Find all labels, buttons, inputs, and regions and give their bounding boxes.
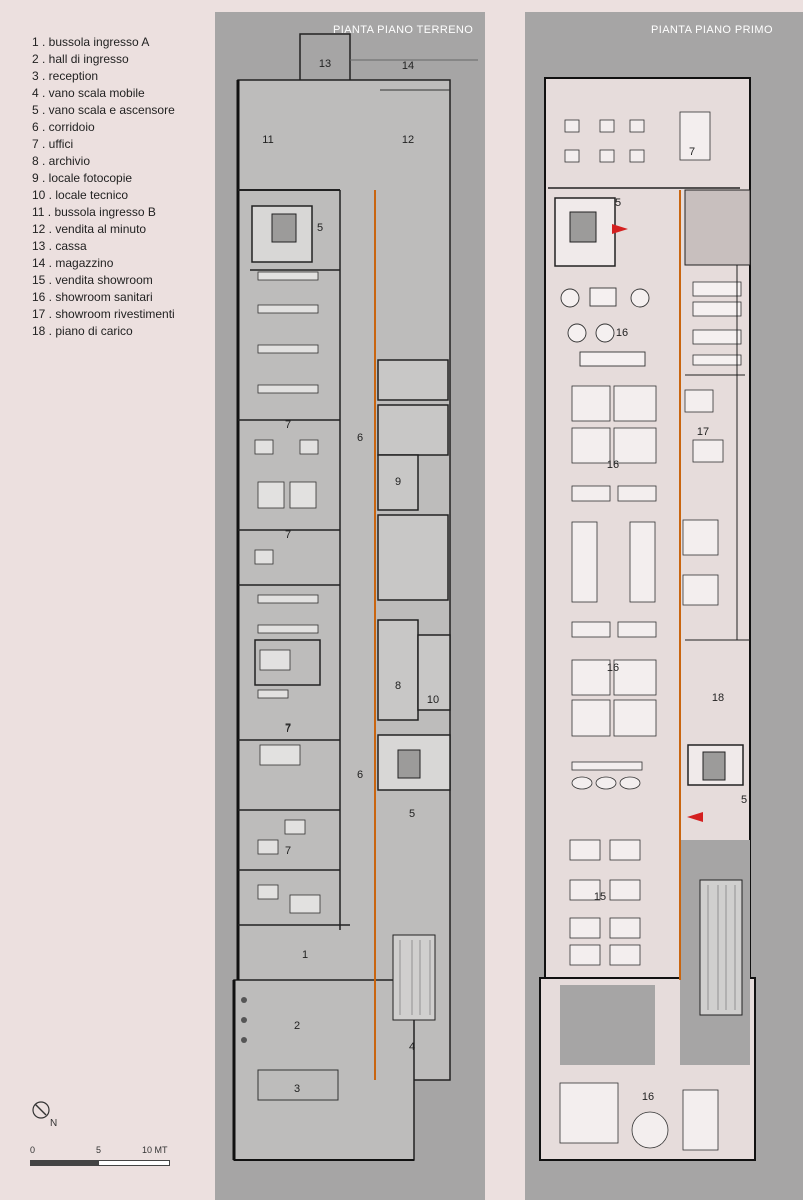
room-label: 7 [285,419,291,431]
scale-tick: 0 [30,1145,36,1155]
scale-tick: 10 MT [142,1145,168,1155]
room-label: 14 [402,60,414,72]
legend-item: 6 . corridoio [32,120,95,134]
room-label: 5 [615,197,621,209]
room-label: 3 [294,1083,300,1095]
room-label: 11 [262,134,273,146]
room-label: 5 [409,808,415,820]
legend-item: 15 . vendita showroom [32,273,153,287]
first-floor-plan: 7 5 16 17 16 16 18 5 15 16 [539,77,756,1161]
room-label: 5 [741,794,747,806]
ground-floor-plan: 13 14 11 12 5 7 6 9 7 7 8 10 7 6 5 7 1 2… [232,33,478,1161]
scale-bar-fill [31,1161,99,1165]
room-label: 2 [294,1020,300,1032]
room-label: 7 [285,845,291,857]
legend-item: 11 . bussola ingresso B [32,205,156,219]
legend-item: 3 . reception [32,69,99,83]
legend-item: 18 . piano di carico [32,324,133,338]
legend-item: 8 . archivio [32,154,91,168]
room-label: 16 [642,1091,654,1103]
legend-item: 5 . vano scala e ascensore [32,103,175,117]
room-label: 7 [285,723,291,735]
room-label: 10 [427,694,439,706]
room-label: 16 [607,662,619,674]
room-label: 7 [689,146,695,158]
room-label: 5 [317,222,323,234]
legend-item: 4 . vano scala mobile [32,86,145,100]
legend-item: 14 . magazzino [32,256,114,270]
room-label: 17 [697,426,709,438]
legend-item: 17 . showroom rivestimenti [32,307,175,321]
first-floor-title: PIANTA PIANO PRIMO [651,24,773,36]
room-label: 7 [285,722,291,734]
room-label: 12 [402,134,414,146]
room-label: 4 [409,1041,415,1053]
room-label: 6 [357,769,363,781]
room-label: 1 [302,949,308,961]
legend-item: 12 . vendita al minuto [32,222,147,236]
room-label: 15 [594,891,606,903]
legend-item: 7 . uffici [32,137,74,151]
legend-list: 1 . bussola ingresso A 2 . hall di ingre… [32,34,175,340]
north-label: N [50,1118,58,1129]
legend-item: 1 . bussola ingresso A [32,35,150,49]
room-label: 18 [712,692,724,704]
legend-item: 13 . cassa [32,239,87,253]
legend-item: 2 . hall di ingresso [32,52,129,66]
room-label: 7 [285,529,291,541]
room-label: 9 [395,476,401,488]
room-label: 13 [319,58,331,70]
legend-item: 10 . locale tecnico [32,188,129,202]
scale-tick: 5 [96,1145,102,1155]
room-label: 6 [357,432,363,444]
compass-icon [32,1101,50,1119]
legend-item: 16 . showroom sanitari [32,290,153,304]
room-label: 16 [607,459,619,471]
scale-bar [30,1160,170,1166]
room-label: 16 [616,327,628,339]
legend-item: 9 . locale fotocopie [32,171,133,185]
room-label: 8 [395,680,401,692]
ground-floor-title: PIANTA PIANO TERRENO [333,24,474,36]
